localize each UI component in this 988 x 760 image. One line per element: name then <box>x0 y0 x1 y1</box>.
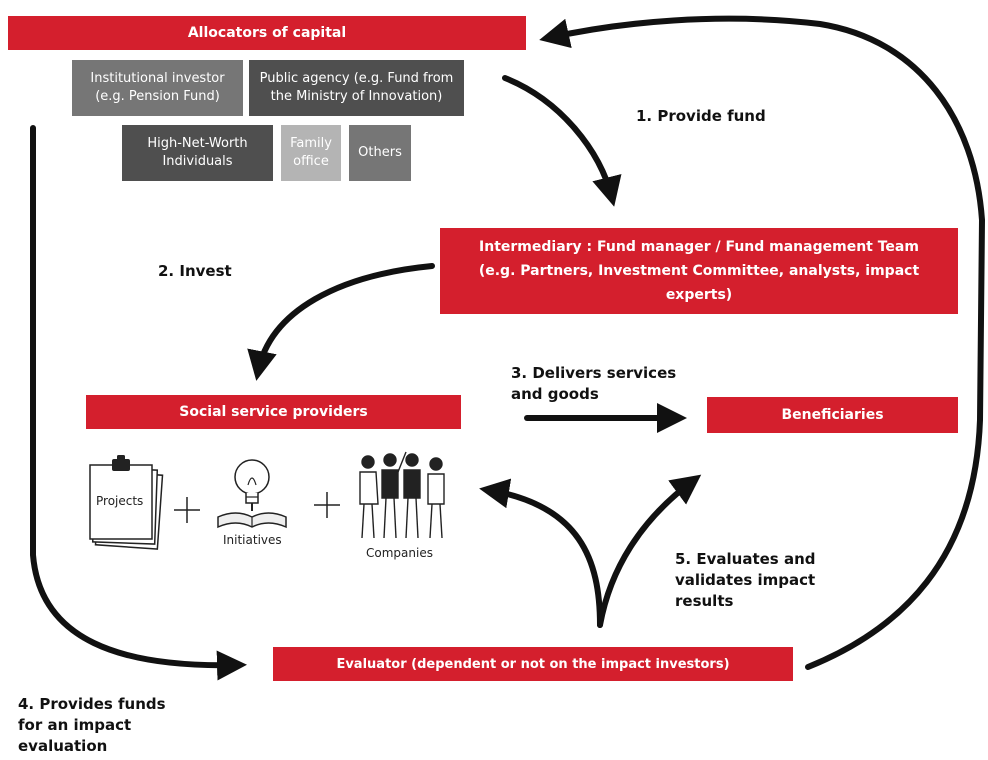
arrow-provide-fund <box>502 75 622 207</box>
public-agency-box: Public agency (e.g. Fund from the Minist… <box>249 60 464 116</box>
arrow-invest <box>247 263 435 381</box>
step-1-label: 1. Provide fund <box>636 107 766 125</box>
hnwi-box: High-Net-Worth Individuals <box>122 125 273 181</box>
projects-icon <box>89 455 164 550</box>
plus-icon <box>314 492 340 518</box>
allocators-box: Allocators of capital <box>8 16 526 50</box>
arrow-provides-funds-evaluation <box>30 125 247 681</box>
step-3-label: 3. Delivers services and goods <box>511 364 677 403</box>
institutional-investor-box: Institutional investor (e.g. Pension Fun… <box>72 60 243 116</box>
step-4-label: 4. Provides funds for an impact evaluati… <box>18 695 166 755</box>
projects-label: Projects <box>96 494 144 508</box>
others-box: Others <box>349 125 411 181</box>
lightbulb-book-icon <box>217 459 287 529</box>
intermediary-box: Intermediary : Fund manager / Fund manag… <box>440 228 958 314</box>
beneficiaries-box: Beneficiaries <box>707 397 958 433</box>
step-2-label: 2. Invest <box>158 262 232 280</box>
step-5-label: 5. Evaluates and validates impact result… <box>675 550 816 610</box>
family-office-box: Family office <box>281 125 341 181</box>
arrow-evaluates-companies <box>479 478 603 628</box>
arrow-evaluates-beneficiaries <box>597 474 702 628</box>
plus-icon <box>174 497 200 523</box>
evaluator-box: Evaluator (dependent or not on the impac… <box>273 647 793 681</box>
social-service-providers-box: Social service providers <box>86 395 461 429</box>
arrow-feedback-loop <box>539 15 986 670</box>
companies-label: Companies <box>366 546 433 560</box>
initiatives-label: Initiatives <box>223 533 282 547</box>
people-group-icon <box>359 451 445 539</box>
